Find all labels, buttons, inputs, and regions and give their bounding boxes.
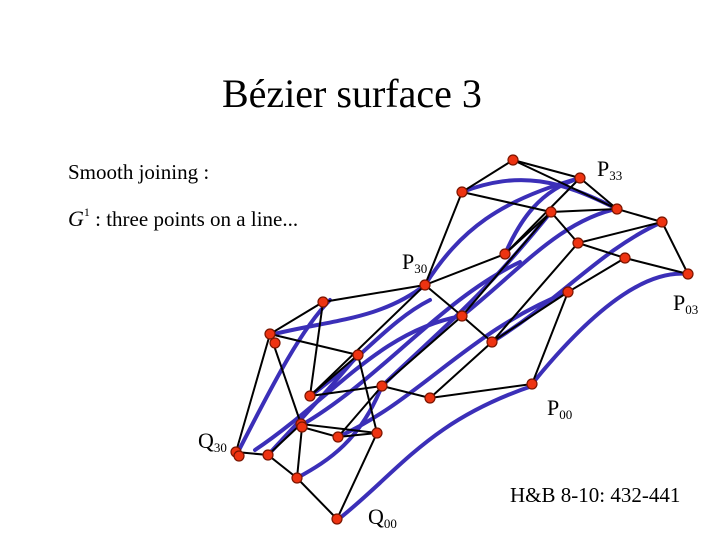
label-q30: Q30 [198,428,227,455]
surface-curve [253,314,464,452]
surface-curves [236,176,690,520]
control-point [486,336,498,348]
control-point [291,472,303,484]
control-point [262,449,274,461]
control-net-line [309,177,581,397]
control-point [332,431,344,443]
control-point [296,421,308,433]
control-point [304,390,316,402]
g-superscript: 1 [83,205,90,219]
g1-condition-text: : three points on a line... [89,207,299,231]
control-net-line [504,210,626,259]
control-net-line [429,221,663,399]
slide-title: Bézier surface 3 [222,71,482,116]
control-point [574,172,586,184]
surface-curve [308,298,432,398]
control-point [456,186,468,198]
control-point [376,380,388,392]
label-q00: Q00 [368,504,397,531]
label-p00: P00 [547,395,573,422]
control-point [507,154,519,166]
control-net-line [381,208,618,387]
control-point [611,203,623,215]
surface-curve [460,178,619,211]
control-net-line [269,333,359,356]
g1-condition-note: G1 : three points on a line... [68,199,298,232]
control-points [230,154,694,525]
control-net-line [269,333,302,425]
control-net-line [235,284,426,453]
surface-curve [338,383,537,520]
control-net-line [512,159,618,210]
control-net-line [461,191,552,213]
surface-curve [268,283,427,337]
smooth-joining-note: Smooth joining : [68,160,210,184]
surface-curve [336,290,570,439]
control-net-line [424,284,569,344]
surface-curve [236,298,332,454]
control-net-line [296,385,383,479]
control-net-line [424,158,581,286]
surface-curve [530,271,690,386]
g-letter: G [68,206,84,231]
control-net-line [579,177,689,275]
control-point [499,248,511,260]
control-point [269,337,281,349]
surface-curve [298,260,522,428]
control-point [526,378,538,390]
textbook-reference: H&B 8-10: 432-441 [510,483,681,507]
control-net-line [309,301,324,397]
control-net-line [337,432,378,438]
control-point [424,392,436,404]
surface-curve [423,176,582,287]
control-net-line [309,353,379,520]
label-p30: P30 [402,249,428,276]
control-point [619,252,631,264]
surface-curve [295,384,384,480]
control-point [233,450,245,462]
control-point [562,286,574,298]
surface-curve [460,206,622,318]
control-point [331,513,343,525]
control-net-line [235,451,338,520]
control-point [545,206,557,218]
label-p33: P33 [597,156,623,183]
control-point [456,310,468,322]
control-net-line [309,383,533,400]
control-net [235,158,689,520]
control-point [264,328,276,340]
control-point [572,237,584,249]
control-point [682,268,694,280]
control-point [317,296,329,308]
surface-curve [266,353,360,457]
control-point [352,349,364,361]
label-p03: P03 [673,290,699,317]
control-point [371,427,383,439]
control-point [419,279,431,291]
control-net-line [531,256,689,385]
control-point [656,216,668,228]
